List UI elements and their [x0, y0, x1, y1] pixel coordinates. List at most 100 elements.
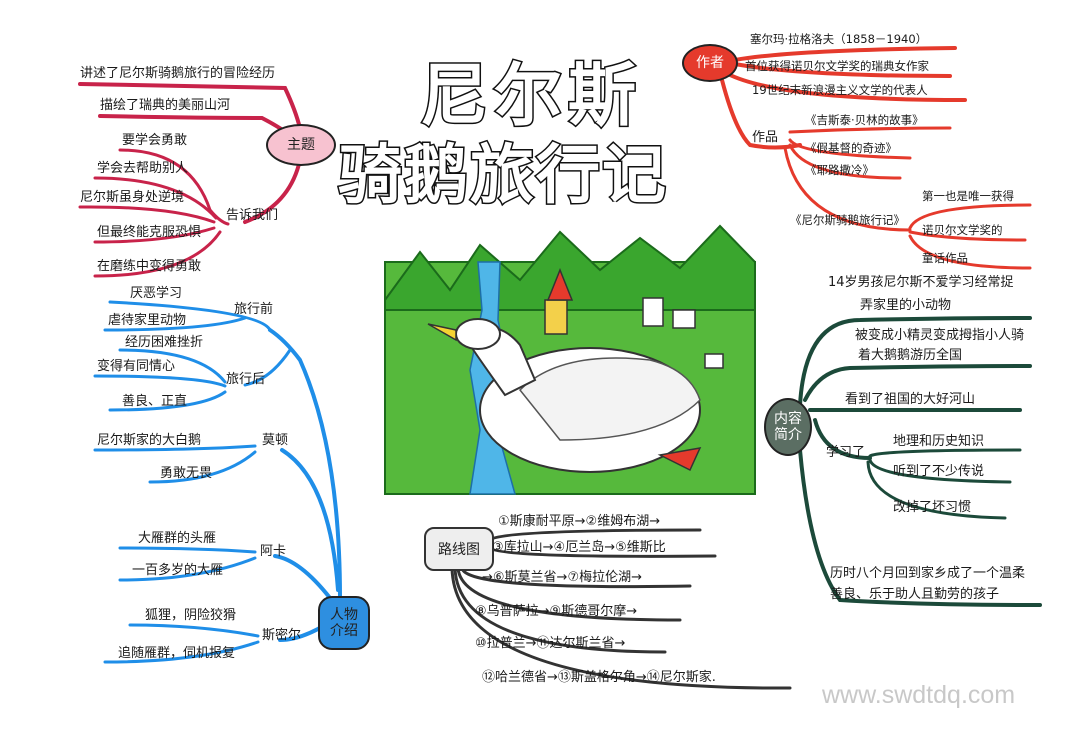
- content-text-1: 14岁男孩尼尔斯不爱学习经常捉: [828, 275, 1014, 290]
- house-1: [642, 297, 664, 327]
- content-text-5: 看到了祖国的大好河山: [845, 392, 976, 407]
- tells-text-5: 在磨练中变得勇敢: [97, 259, 202, 274]
- theme-to-tells: [243, 158, 302, 224]
- nils-figure: [544, 299, 568, 335]
- goose-illustration: [384, 224, 756, 495]
- author-text-1: 塞尔玛·拉格洛夫（1858－1940）: [750, 32, 928, 46]
- before-line-2: [103, 316, 247, 332]
- after-text-2: 变得有同情心: [97, 359, 176, 374]
- author-text-3: 19世纪末新浪漫主义文学的代表人: [752, 83, 928, 97]
- author-line-3: [726, 72, 967, 102]
- content-line-2: [803, 364, 1032, 402]
- learn-label: 学习了: [826, 445, 866, 460]
- smirre-line-2: [103, 640, 260, 664]
- akka-label: 阿卡: [260, 544, 287, 559]
- house-3: [704, 353, 724, 369]
- works-line-4: [783, 146, 912, 232]
- watermark: www.swdtdq.com: [822, 681, 1016, 709]
- before-text-2: 虐待家里动物: [108, 313, 187, 328]
- theme-branches: [78, 82, 304, 278]
- nils-note-3: 童话作品: [922, 251, 968, 265]
- before-line: [108, 300, 272, 332]
- author-branches: [720, 46, 1032, 270]
- after-line-1: [118, 348, 227, 384]
- content-line-1: [798, 316, 1032, 407]
- route-line-2: [488, 546, 717, 558]
- nils-note-1: 第一也是唯一获得: [922, 189, 1014, 203]
- morten-label: 莫顿: [262, 433, 289, 448]
- learn-text-3: 改掉了坏习惯: [893, 500, 972, 515]
- before-text-1: 厌恶学习: [130, 286, 183, 301]
- nils-note-line-3: [908, 234, 1032, 270]
- tells-line-3: [78, 205, 216, 224]
- akka-line-1: [118, 546, 257, 554]
- works-line-1: [788, 126, 952, 134]
- learn-line-3: [866, 460, 1007, 520]
- smirre-label: 斯密尔: [262, 628, 302, 643]
- after-branch: [243, 348, 292, 387]
- works-text-3: 《耶路撒冷》: [805, 163, 874, 177]
- characters-to-akka: [273, 554, 332, 600]
- tells-label: 告诉我们: [226, 208, 279, 223]
- content-text-4: 着大鹅鹅游历全国: [858, 348, 963, 363]
- ending-text-2: 善良、乐于助人且勤劳的孩子: [830, 587, 1000, 602]
- goose-beak: [427, 323, 457, 342]
- route-text-6: ⑫哈兰德省→⑬斯盖格尔角→⑭尼尔斯家.: [482, 670, 716, 685]
- smirre-text-1: 狐狸，阴险狡猾: [145, 608, 237, 623]
- route-text-2: ③库拉山→④厄兰岛→⑤维斯比: [492, 540, 666, 555]
- learn-text-2: 听到了不少传说: [893, 464, 985, 479]
- smirre-text-2: 追随雁群，伺机报复: [118, 646, 236, 661]
- tells-text-1: 要学会勇敢: [122, 133, 188, 148]
- content-text-3: 被变成小精灵变成拇指小人骑: [855, 328, 1025, 343]
- route-text-3: →⑥斯莫兰省→⑦梅拉伦湖→: [482, 570, 642, 585]
- author-line-1: [733, 46, 957, 62]
- characters-to-travel: [268, 328, 342, 600]
- route-line-6: [450, 566, 792, 690]
- content-node: 内容简介: [764, 398, 812, 456]
- route-line-3: [460, 566, 692, 589]
- tells-text-2: 学会去帮助别人: [97, 161, 189, 176]
- before-label: 旅行前: [234, 302, 274, 317]
- akka-line-2: [118, 556, 257, 582]
- works-text-4: 《尼尔斯骑鹅旅行记》: [790, 213, 905, 227]
- author-node: 作者: [682, 44, 738, 82]
- content-branches: [798, 316, 1042, 607]
- theme-node: 主题: [266, 124, 336, 166]
- morten-line-2: [148, 450, 257, 484]
- mountains: [384, 224, 756, 311]
- title-line-2: 骑鹅旅行记: [337, 137, 668, 215]
- works-line-3: [788, 143, 902, 180]
- after-line-3: [108, 390, 227, 412]
- nils-note-line-2: [908, 230, 1027, 242]
- tells-line-5: [93, 230, 222, 278]
- nils-hat: [546, 267, 574, 301]
- tells-line-2: [93, 176, 218, 220]
- route-line-5: [453, 566, 667, 654]
- route-node: 路线图: [424, 527, 494, 571]
- route-text-1: ①斯康耐平原→②维姆布湖→: [498, 514, 661, 529]
- tells-text-3: 尼尔斯虽身处逆境: [80, 190, 185, 205]
- after-text-3: 善良、正直: [122, 394, 188, 409]
- morten-text-2: 勇敢无畏: [160, 466, 213, 481]
- learn-line-1: [868, 448, 1022, 458]
- goose-wing: [518, 357, 701, 441]
- learn-text-1: 地理和历史知识: [893, 434, 985, 449]
- works-label: 作品: [752, 130, 779, 145]
- author-line-2: [733, 62, 952, 78]
- content-to-learn: [813, 418, 872, 460]
- route-branches: [450, 528, 792, 690]
- works-text-2: 《假基督的奇迹》: [805, 141, 897, 155]
- after-text-1: 经历困难挫折: [125, 335, 204, 350]
- after-label: 旅行后: [226, 372, 266, 387]
- author-text-2: 首位获得诺贝尔文学奖的瑞典女作家: [745, 59, 929, 73]
- route-line-1: [488, 528, 702, 542]
- akka-text-2: 一百多岁的大雁: [132, 563, 224, 578]
- characters-to-morten: [280, 448, 340, 592]
- nils-note-line-1: [908, 203, 1032, 230]
- tells-text-4: 但最终能克服恐惧: [97, 225, 202, 240]
- after-line-2: [93, 374, 227, 388]
- akka-text-1: 大雁群的头雁: [138, 531, 217, 546]
- content-text-2: 弄家里的小动物: [860, 298, 952, 313]
- theme-text-1: 讲述了尼尔斯骑鹅旅行的冒险经历: [80, 66, 276, 81]
